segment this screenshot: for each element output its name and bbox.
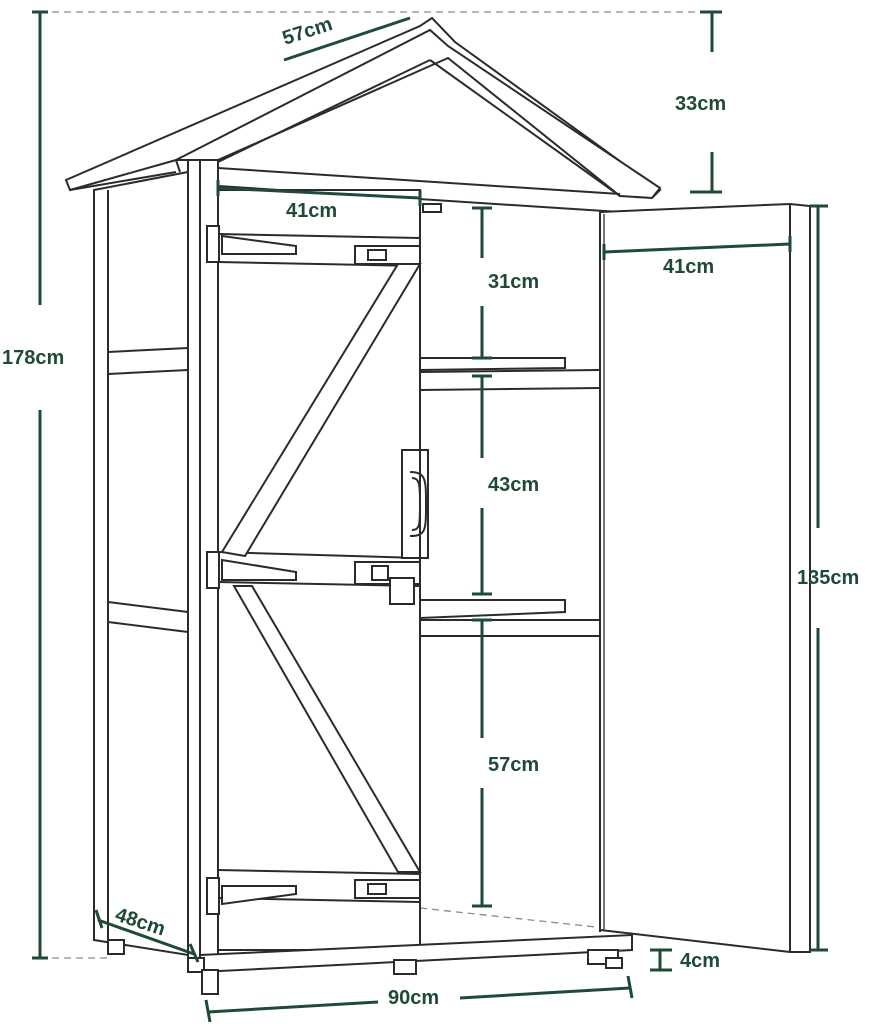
label-door-width: 41cm [663, 256, 714, 278]
left-side-panel [93, 170, 189, 957]
label-bottom-compartment: 57cm [488, 754, 539, 776]
roof [64, 16, 662, 200]
label-middle-compartment: 43cm [488, 474, 539, 496]
label-top-compartment: 31cm [488, 271, 539, 293]
label-overall-height: 178cm [2, 347, 64, 369]
label-roof-height: 33cm [675, 93, 726, 115]
cabinet-interior [419, 200, 601, 940]
label-door-height: 135cm [797, 567, 859, 589]
hinges [206, 225, 297, 915]
label-inner-width-top: 41cm [286, 200, 337, 222]
bolt-latches [354, 245, 421, 899]
label-overall-width: 90cm [388, 987, 439, 1009]
floor-guide-line [419, 907, 606, 929]
dimension-lines [32, 10, 828, 1023]
base [107, 933, 633, 995]
right-door-open [599, 202, 811, 953]
gable-base [217, 167, 621, 195]
door-handle [401, 449, 429, 559]
label-leg-height: 4cm [680, 950, 720, 972]
